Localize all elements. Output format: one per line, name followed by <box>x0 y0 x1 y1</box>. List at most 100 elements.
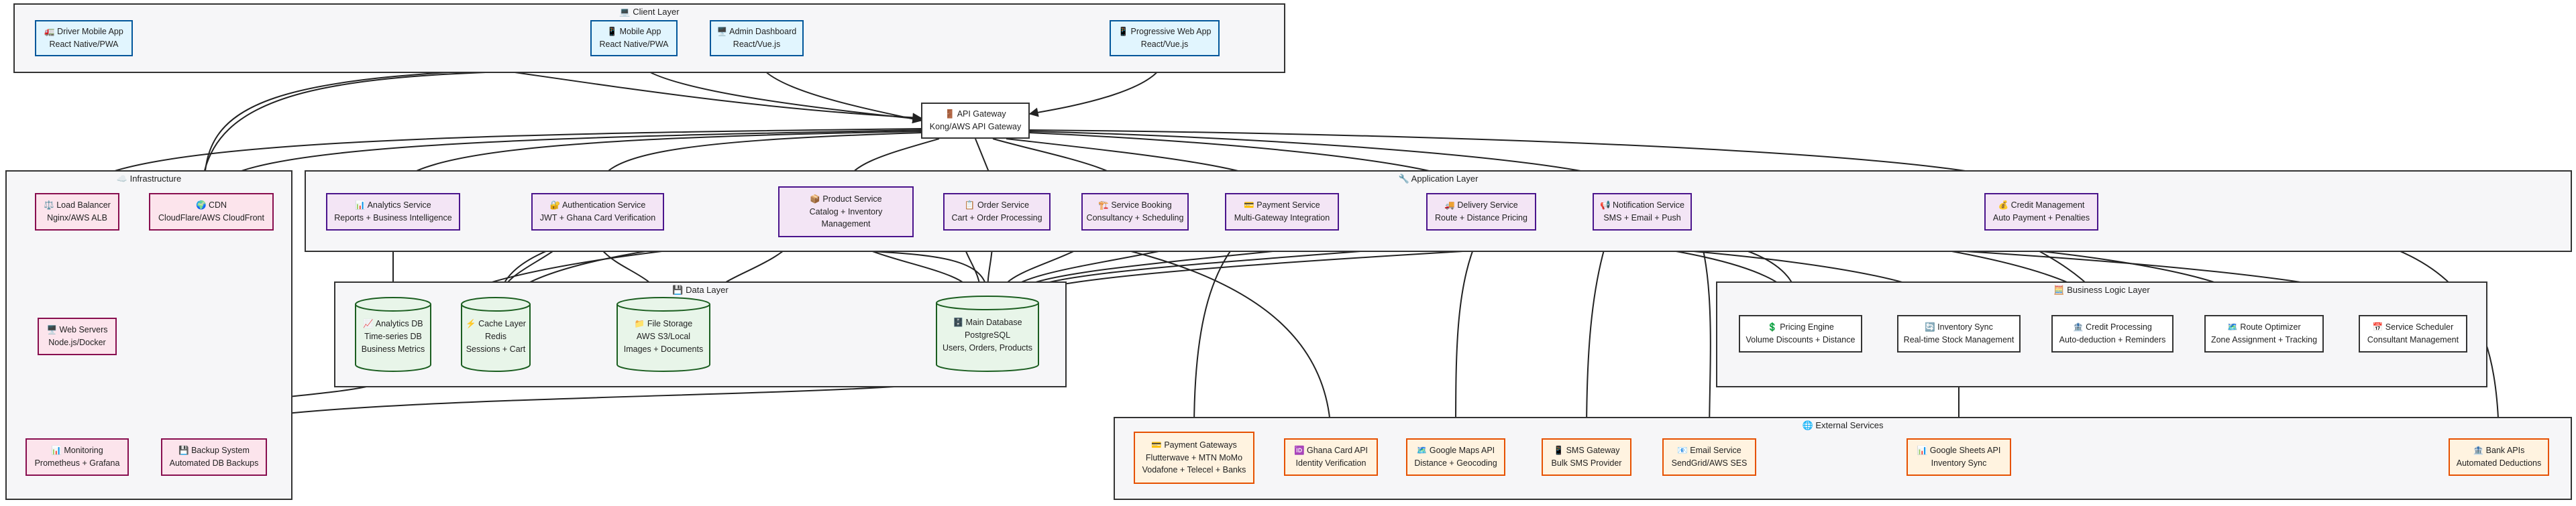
node-title: 🆔 Ghana Card API <box>1293 446 1368 456</box>
service-scheduler-node[interactable]: 📅 Service Scheduler Consultant Managemen… <box>2359 315 2467 353</box>
credit-processing-node[interactable]: 🏦 Credit Processing Auto-deduction + Rem… <box>2051 315 2174 353</box>
node-subtitle: Automated Deductions <box>2456 458 2542 468</box>
payment-service-node[interactable]: 💳 Payment Service Multi-Gateway Integrat… <box>1225 193 1339 231</box>
node-title: ⚡ Cache Layer <box>466 319 526 328</box>
node-title: 🔐 Authentication Service <box>549 200 646 210</box>
backup-system-node[interactable]: 💾 Backup System Automated DB Backups <box>161 438 267 476</box>
node-subtitle: React/Vue.js <box>1140 40 1189 49</box>
node-title: 🏦 Credit Processing <box>2073 322 2152 332</box>
google-maps-api-node[interactable]: 🗺️ Google Maps API Distance + Geocoding <box>1406 438 1505 476</box>
route-optimizer-node[interactable]: 🗺️ Route Optimizer Zone Assignment + Tra… <box>2204 315 2324 353</box>
node-subtitle: SMS + Email + Push <box>1603 213 1681 223</box>
node-subtitle: SendGrid/AWS SES <box>1671 458 1748 468</box>
file-storage-node[interactable]: 📁 File Storage AWS S3/Local Images + Doc… <box>616 296 711 373</box>
node-subtitle: React Native/PWA <box>599 40 669 49</box>
ghana-card-api-node[interactable]: 🆔 Ghana Card API Identity Verification <box>1284 438 1378 476</box>
node-title: 📢 Notification Service <box>1599 200 1685 210</box>
node-subtitle: Auto Payment + Penalties <box>1992 213 2090 223</box>
analytics-db-node[interactable]: 📈 Analytics DB Time-series DB Business M… <box>354 296 432 373</box>
node-subtitle-2: Business Metrics <box>361 344 425 354</box>
node-subtitle: Automated DB Backups <box>169 458 259 468</box>
node-title: 🚛 Driver Mobile App <box>44 27 123 37</box>
node-subtitle-2: Vodafone + Telecel + Banks <box>1142 465 1246 475</box>
node-subtitle: Auto-deduction + Reminders <box>2059 335 2166 344</box>
node-subtitle: Nginx/AWS ALB <box>47 213 107 223</box>
node-title: 📱 SMS Gateway <box>1553 446 1620 456</box>
node-subtitle: Consultancy + Scheduling <box>1086 213 1184 223</box>
node-subtitle: Real-time Stock Management <box>1903 335 2015 344</box>
node-subtitle-2: Images + Documents <box>623 344 704 354</box>
web-servers-node[interactable]: 🖥️ Web Servers Node.js/Docker <box>38 318 117 355</box>
node-title: 📱 Mobile App <box>606 27 661 37</box>
payment-gateways-node[interactable]: 💳 Payment Gateways Flutterwave + MTN MoM… <box>1134 432 1254 484</box>
connection-arrow <box>1582 230 1611 438</box>
application-layer-title: 🔧 Application Layer <box>1398 174 1479 184</box>
node-title: 🏦 Bank APIs <box>2473 446 2525 456</box>
node-subtitle-2: Users, Orders, Products <box>942 342 1033 353</box>
cdn-node[interactable]: 🌍 CDN CloudFlare/AWS CloudFront <box>149 193 274 231</box>
node-subtitle: CloudFlare/AWS CloudFront <box>158 213 264 223</box>
data-layer-title: 💾 Data Layer <box>672 285 729 295</box>
analytics-service-node[interactable]: 📊 Analytics Service Reports + Business I… <box>326 193 460 231</box>
node-subtitle: Redis <box>485 331 506 341</box>
node-subtitle: Catalog + Inventory <box>809 206 883 216</box>
authentication-service-node[interactable]: 🔐 Authentication Service JWT + Ghana Car… <box>531 193 664 231</box>
inventory-sync-node[interactable]: 🔄 Inventory Sync Real-time Stock Managem… <box>1897 315 2021 353</box>
node-subtitle: Prometheus + Grafana <box>34 458 120 468</box>
load-balancer-node[interactable]: ⚖️ Load Balancer Nginx/AWS ALB <box>35 193 119 231</box>
email-service-node[interactable]: 📧 Email Service SendGrid/AWS SES <box>1662 438 1756 476</box>
node-subtitle: Time-series DB <box>364 331 422 341</box>
node-subtitle: Multi-Gateway Integration <box>1234 213 1330 223</box>
node-title: 💲 Pricing Engine <box>1767 322 1834 332</box>
delivery-service-node[interactable]: 🚚 Delivery Service Route + Distance Pric… <box>1426 193 1536 231</box>
node-title: 🖥️ Web Servers <box>46 325 108 335</box>
node-title: 🗄️ Main Database <box>953 318 1022 327</box>
node-subtitle-2: Sessions + Cart <box>466 344 526 354</box>
main-database-node[interactable]: 🗄️ Main Database PostgreSQL Users, Order… <box>935 295 1040 373</box>
node-subtitle: PostgreSQL <box>964 330 1011 340</box>
node-subtitle: Distance + Geocoding <box>1414 458 1497 468</box>
service-booking-node[interactable]: 🏗️ Service Booking Consultancy + Schedul… <box>1081 193 1189 231</box>
node-subtitle: React Native/PWA <box>49 40 119 49</box>
driver-mobile-app-node[interactable]: 🚛 Driver Mobile App React Native/PWA <box>35 20 133 56</box>
node-title: 🏗️ Service Booking <box>1098 200 1172 210</box>
node-title: 📅 Service Scheduler <box>2372 322 2454 332</box>
product-service-node[interactable]: 📦 Product Service Catalog + Inventory Ma… <box>778 186 914 237</box>
cylinder-icon <box>616 297 710 372</box>
business-logic-title: 🧮 Business Logic Layer <box>2053 285 2150 295</box>
node-subtitle: Bulk SMS Provider <box>1551 458 1622 468</box>
api-gateway-node[interactable]: 🚪 API Gateway Kong/AWS API Gateway <box>921 103 1030 139</box>
node-title: 🖥️ Admin Dashboard <box>716 27 797 37</box>
node-title: 💾 Backup System <box>178 446 250 456</box>
pricing-engine-node[interactable]: 💲 Pricing Engine Volume Discounts + Dist… <box>1739 315 1862 353</box>
node-subtitle: Zone Assignment + Tracking <box>2210 335 2318 344</box>
node-title: 📦 Product Service <box>810 194 882 204</box>
progressive-web-app-node[interactable]: 📱 Progressive Web App React/Vue.js <box>1110 20 1220 56</box>
node-subtitle: Node.js/Docker <box>48 338 106 347</box>
cylinder-icon <box>936 296 1039 372</box>
bank-apis-node[interactable]: 🏦 Bank APIs Automated Deductions <box>2449 438 2549 476</box>
notification-service-node[interactable]: 📢 Notification Service SMS + Email + Pus… <box>1593 193 1692 231</box>
connection-arrow <box>1451 230 1482 438</box>
monitoring-node[interactable]: 📊 Monitoring Prometheus + Grafana <box>25 438 129 476</box>
node-subtitle: JWT + Ghana Card Verification <box>539 213 656 223</box>
client-layer-title: 💻 Client Layer <box>619 7 680 17</box>
node-title: 🚚 Delivery Service <box>1444 200 1518 210</box>
node-title: 🚪 API Gateway <box>945 109 1006 119</box>
cache-layer-node[interactable]: ⚡ Cache Layer Redis Sessions + Cart <box>460 296 531 373</box>
mobile-app-node[interactable]: 📱 Mobile App React Native/PWA <box>590 20 678 56</box>
order-service-node[interactable]: 📋 Order Service Cart + Order Processing <box>943 193 1051 231</box>
google-sheets-api-node[interactable]: 📊 Google Sheets API Inventory Sync <box>1907 438 2011 476</box>
node-title: 📱 Progressive Web App <box>1118 27 1212 37</box>
node-title: 🔄 Inventory Sync <box>1925 322 1993 332</box>
admin-dashboard-node[interactable]: 🖥️ Admin Dashboard React/Vue.js <box>710 20 804 56</box>
credit-management-node[interactable]: 💰 Credit Management Auto Payment + Penal… <box>1984 193 2098 231</box>
node-subtitle: Inventory Sync <box>1931 458 1987 468</box>
sms-gateway-node[interactable]: 📱 SMS Gateway Bulk SMS Provider <box>1542 438 1631 476</box>
node-title: 📊 Google Sheets API <box>1917 446 2001 456</box>
external-services-title: 🌐 External Services <box>1802 420 1884 430</box>
node-subtitle: React/Vue.js <box>733 40 781 49</box>
node-title: 🌍 CDN <box>195 200 227 210</box>
node-subtitle: Route + Distance Pricing <box>1435 213 1527 223</box>
